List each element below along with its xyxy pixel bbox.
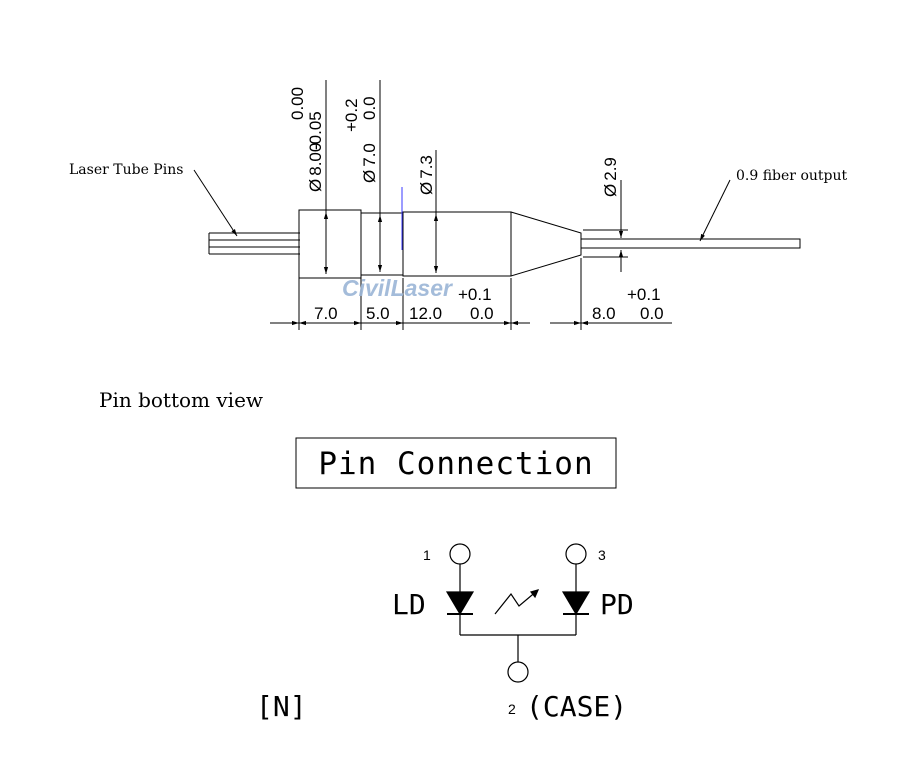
pin-connection-title: Pin Connection bbox=[318, 446, 593, 482]
case-label: (CASE) bbox=[526, 690, 627, 723]
fiber-output-label: 0.9 fiber output bbox=[736, 168, 847, 184]
diameter-dimensions bbox=[323, 80, 628, 274]
dia-7-label: Ø7.0 +0.2 0.0 bbox=[342, 96, 379, 183]
fiber bbox=[580, 238, 801, 249]
ld-diode-symbol bbox=[445, 591, 475, 616]
callout-leaders bbox=[193, 169, 731, 242]
tol-12-upper: +0.1 bbox=[458, 285, 492, 304]
pin-circuit bbox=[445, 543, 591, 683]
svg-text:-0.05: -0.05 bbox=[306, 111, 325, 150]
len-8-label: 8.0 bbox=[592, 304, 616, 323]
svg-text:Ø7.3: Ø7.3 bbox=[417, 155, 436, 195]
pin-3-terminal bbox=[565, 543, 587, 565]
taper-section bbox=[510, 211, 582, 277]
body-section-7mm bbox=[360, 212, 404, 276]
code-label: [N] bbox=[256, 690, 307, 723]
svg-text:0.00: 0.00 bbox=[288, 87, 307, 120]
pin-3-label: 3 bbox=[598, 547, 606, 563]
tol-8-upper: +0.1 bbox=[627, 285, 661, 304]
tol-12-lower: 0.0 bbox=[470, 304, 494, 323]
ld-label: LD bbox=[392, 588, 426, 621]
pin-connection-box bbox=[295, 437, 617, 489]
svg-text:Ø2.9: Ø2.9 bbox=[601, 157, 620, 197]
svg-text:0.0: 0.0 bbox=[360, 96, 379, 120]
pd-label: PD bbox=[600, 588, 634, 621]
len-12-label: 12.0 bbox=[409, 304, 442, 323]
length-dimensions bbox=[270, 258, 672, 330]
civillaser-watermark: CivilLaser bbox=[342, 275, 453, 301]
pin-2-label: 2 bbox=[508, 701, 516, 717]
pin-2-terminal bbox=[507, 661, 529, 683]
tol-8-lower: 0.0 bbox=[640, 304, 664, 323]
dia-8-label: Ø8.00 -0.05 0.00 bbox=[288, 87, 325, 192]
pin-1-terminal bbox=[449, 543, 471, 565]
laser-module-drawing bbox=[208, 187, 801, 279]
svg-text:+0.2: +0.2 bbox=[342, 98, 361, 132]
laser-tube-pins-label: Laser Tube Pins bbox=[69, 162, 183, 178]
pd-diode-symbol bbox=[561, 591, 591, 616]
light-coupling-arrow bbox=[494, 589, 539, 615]
len-5-label: 5.0 bbox=[366, 304, 390, 323]
pin-1-label: 1 bbox=[423, 547, 431, 563]
body-section-73mm bbox=[402, 211, 512, 277]
svg-text:Ø8.00: Ø8.00 bbox=[306, 143, 325, 192]
body-section-8mm bbox=[298, 209, 362, 279]
len-7-label: 7.0 bbox=[314, 304, 338, 323]
dia-73-label: Ø7.3 bbox=[417, 155, 436, 195]
pin-bottom-view-title: Pin bottom view bbox=[99, 388, 263, 412]
dia-29-label: Ø2.9 bbox=[601, 157, 620, 197]
svg-text:Ø7.0: Ø7.0 bbox=[360, 143, 379, 183]
